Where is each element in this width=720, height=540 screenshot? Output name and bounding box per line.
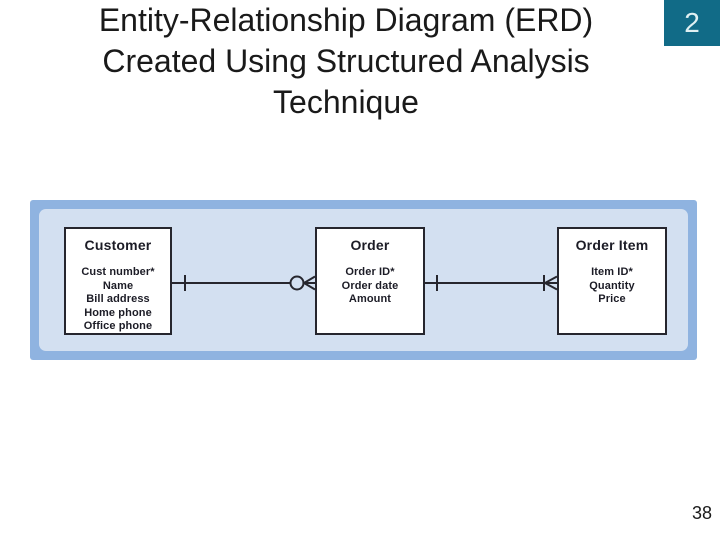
entity-order-item: Order Item Item ID* Quantity Price <box>557 227 667 335</box>
entity-attribute: Name <box>102 279 134 292</box>
entity-attribute: Item ID* <box>591 266 633 278</box>
entity-customer: Customer Cust number* Name Bill address … <box>64 227 172 335</box>
slide-title: Entity-Relationship Diagram (ERD) Create… <box>40 0 652 123</box>
entity-order: Order Order ID* Order date Amount <box>315 227 425 335</box>
slide-title-line-2: Created Using Structured Analysis <box>102 43 590 79</box>
entity-attributes: Cust number* Name Bill address Home phon… <box>66 266 170 334</box>
entity-attribute: Bill address <box>86 293 150 305</box>
entity-title: Customer <box>84 237 152 253</box>
entity-attribute: Price <box>598 293 626 305</box>
page-number: 38 <box>691 503 712 523</box>
entity-title: Order <box>350 237 390 253</box>
chapter-badge: 2 <box>664 0 720 46</box>
slide-title-line-3: Technique <box>273 84 419 120</box>
entity-attribute: Quantity <box>589 279 635 292</box>
entity-attributes: Item ID* Quantity Price <box>559 266 665 307</box>
entity-attribute: Home phone <box>84 306 152 319</box>
entity-attribute: Cust number* <box>81 266 155 278</box>
entity-attribute: Order ID* <box>345 266 395 278</box>
entity-attribute: Amount <box>348 293 392 305</box>
entity-attribute: Office phone <box>83 320 153 332</box>
entity-attribute: Order date <box>341 279 399 292</box>
entity-title: Order Item <box>575 237 649 253</box>
slide-title-line-1: Entity-Relationship Diagram (ERD) <box>98 2 594 38</box>
entity-attributes: Order ID* Order date Amount <box>317 266 423 307</box>
